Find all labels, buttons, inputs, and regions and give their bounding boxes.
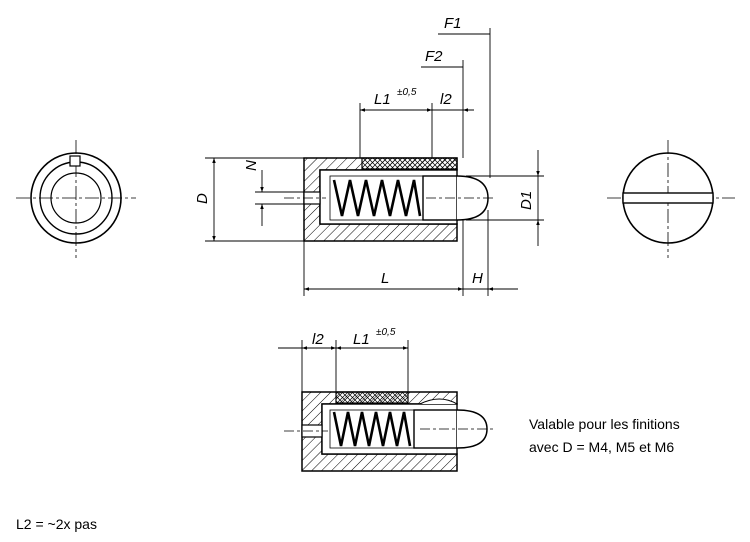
label-l: L [381, 270, 389, 287]
label-l1-top: L1 [374, 91, 391, 108]
finish-note-line1: Valable pour les finitions [529, 416, 680, 432]
label-l1-bottom: L1 [353, 331, 370, 348]
dimension-labels: F1 F2 L1 ±0,5 l2 N D D1 L H l2 L1 ±0,5 [194, 15, 535, 348]
label-h: H [472, 270, 483, 287]
main-dimensions [205, 28, 544, 296]
main-section-view [284, 157, 496, 242]
right-end-view [607, 140, 735, 258]
small-section-view [284, 391, 496, 472]
notes: Valable pour les finitions avec D = M4, … [16, 416, 680, 532]
label-l2-bottom: l2 [312, 331, 324, 348]
left-end-view [16, 140, 136, 258]
label-d1: D1 [518, 191, 535, 210]
label-l1-bottom-tolerance: ±0,5 [376, 327, 396, 338]
finish-note-line2: avec D = M4, M5 et M6 [529, 439, 674, 455]
label-l2-top: l2 [440, 91, 452, 108]
label-f2: F2 [425, 48, 443, 65]
label-d: D [194, 193, 211, 204]
l2-note: L2 = ~2x pas [16, 516, 97, 532]
small-view-dimensions [278, 340, 409, 392]
label-l1-top-tolerance: ±0,5 [397, 87, 417, 98]
label-n: N [243, 160, 260, 171]
label-f1: F1 [444, 15, 462, 32]
